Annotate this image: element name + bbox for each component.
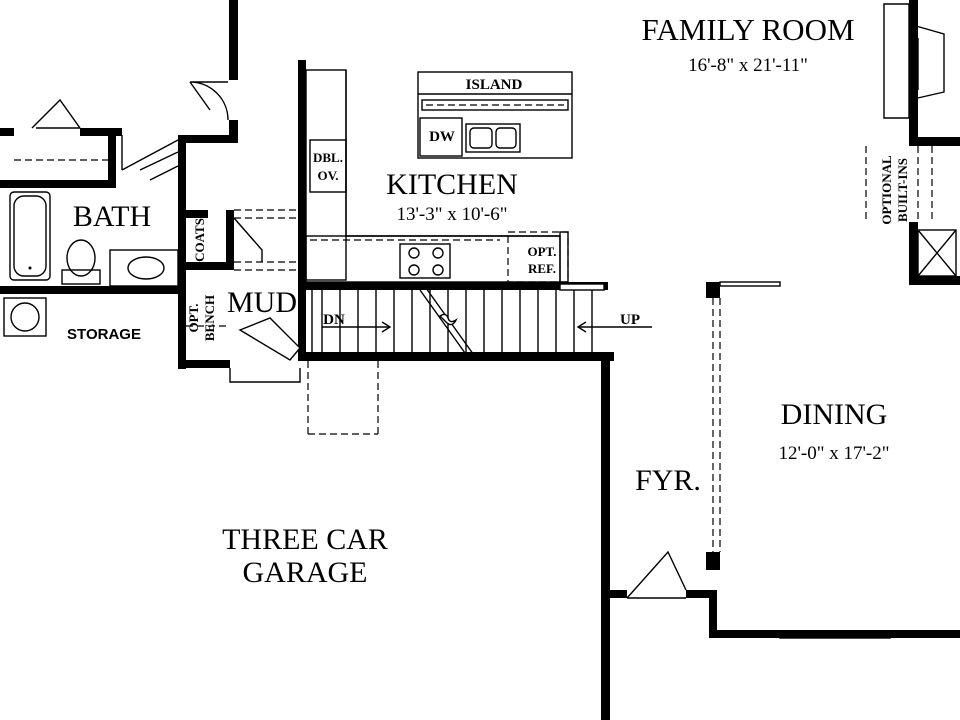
fixtures	[3, 3, 957, 639]
staircase	[311, 283, 605, 361]
garage-label-1: THREE CAR	[222, 523, 388, 556]
island-label: ISLAND	[466, 77, 523, 93]
doors	[31, 81, 687, 599]
foyer-label: FYR.	[635, 464, 701, 497]
storage-label: STORAGE	[67, 326, 141, 343]
double-oven-label-1: DBL.	[313, 150, 343, 165]
coats-label: COATS	[192, 218, 207, 262]
opt-ref-label-1: OPT.	[527, 244, 556, 259]
family-room-label: FAMILY ROOM	[641, 12, 854, 47]
stair-arrows	[322, 321, 652, 333]
garage-label-2: GARAGE	[243, 556, 368, 589]
optional-builtins-label-1: OPTIONAL	[879, 155, 894, 225]
opt-bench-label-1: OPT.	[186, 303, 201, 332]
mud-label: MUD	[227, 286, 297, 319]
bath-label: BATH	[73, 200, 151, 233]
dishwasher-label: DW	[429, 129, 455, 145]
double-oven-label-2: OV.	[317, 168, 338, 183]
opt-bench-label-2: BENCH	[202, 295, 217, 341]
dashed-lines	[14, 146, 933, 552]
opt-ref-label-2: REF.	[528, 261, 556, 276]
family-room-size: 16'-8" x 21'-11"	[688, 55, 808, 76]
kitchen-label: KITCHEN	[386, 168, 518, 201]
stair-down-label: DN	[323, 312, 345, 328]
stair-up-label: UP	[620, 312, 640, 328]
dining-size: 12'-0" x 17'-2"	[778, 443, 889, 464]
kitchen-size: 13'-3" x 10'-6"	[396, 204, 507, 225]
optional-builtins-label-2: BUILT-INS	[895, 158, 910, 222]
dining-label: DINING	[781, 398, 888, 431]
